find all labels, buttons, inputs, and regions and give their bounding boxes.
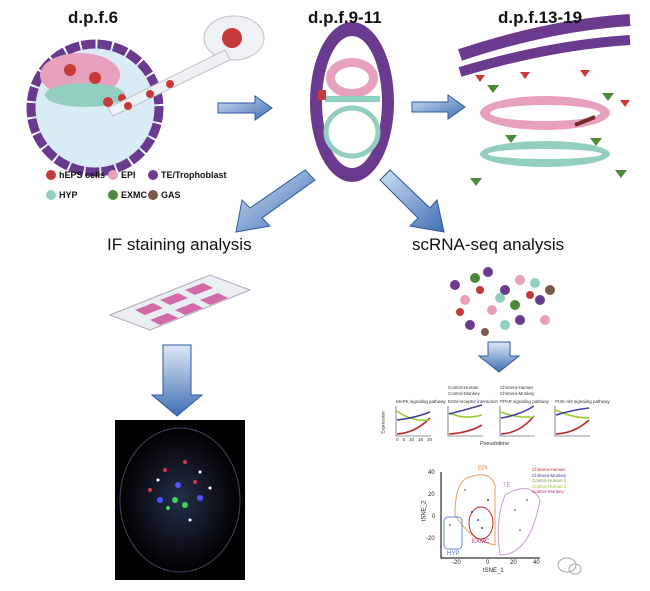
arrow-down-if bbox=[150, 344, 204, 417]
tsne-legend-item: Chimera-Monkey bbox=[532, 472, 567, 478]
watermark-logo bbox=[557, 557, 582, 575]
cluster-label-hyp: HYP bbox=[447, 551, 460, 557]
tsne-xtick: 0 bbox=[486, 560, 490, 566]
plot-ylabel: Expression bbox=[380, 411, 386, 434]
stage-label-dpf6: d.p.f.6 bbox=[68, 8, 119, 27]
tsne-legend-item: Control-Human 2 bbox=[532, 483, 567, 489]
plot-legend: Chimera-Human bbox=[500, 385, 534, 390]
legend-label: HYP bbox=[59, 190, 78, 200]
hyp-dot-icon bbox=[46, 190, 56, 200]
microscopy-image bbox=[115, 420, 245, 580]
arrow-right-2 bbox=[411, 94, 466, 120]
arrow-right-1 bbox=[217, 95, 273, 121]
plot-legend: Chimera-Monkey bbox=[500, 391, 535, 396]
cluster-label-epi: EPI bbox=[478, 466, 488, 472]
arrow-down-scrna bbox=[477, 341, 521, 373]
plot-title: PPAR signaling pathway bbox=[500, 399, 549, 404]
plot-xlabel: Pseudotime bbox=[480, 441, 510, 447]
stage-label-dpf13-19: d.p.f.13-19 bbox=[498, 8, 583, 27]
well-plate bbox=[108, 274, 252, 331]
tsne-ytick: 40 bbox=[428, 470, 435, 476]
tsne-ytick: 20 bbox=[428, 492, 435, 498]
petri-dish-and-pipette bbox=[107, 15, 265, 117]
single-cells bbox=[450, 267, 555, 336]
legend-item: HYP bbox=[46, 190, 78, 200]
legend-label: TE/Trophoblast bbox=[161, 170, 227, 180]
cluster-label-exmc: EXMC bbox=[472, 539, 490, 545]
legend-item: TE/Trophoblast bbox=[148, 170, 227, 180]
stage-label-dpf9-11: d.p.f.9-11 bbox=[308, 8, 382, 27]
hEPS-dot-icon bbox=[46, 170, 56, 180]
tick: 10 bbox=[408, 437, 414, 442]
legend-label: hEPS cells bbox=[59, 170, 106, 180]
tsne-xtick: 40 bbox=[533, 560, 540, 566]
pathway-plots bbox=[395, 404, 590, 437]
blastocyst-embryo bbox=[26, 39, 164, 177]
tsne-legend-item: Control-Human 1 bbox=[532, 478, 567, 483]
tsne-xlabel: tSNE_1 bbox=[483, 568, 504, 574]
plot-legend: Control-Monkey bbox=[448, 391, 480, 396]
legend-item: hEPS cells bbox=[46, 170, 105, 180]
tsne-ylabel: tSNE_2 bbox=[421, 500, 428, 522]
implanted-embryo bbox=[310, 22, 394, 182]
legend-label: GAS bbox=[161, 190, 181, 200]
tsne-ytick: -20 bbox=[426, 536, 435, 542]
legend-item: EXMC bbox=[108, 190, 147, 200]
cluster-label-te: TE bbox=[503, 483, 511, 489]
tick: 15 bbox=[417, 437, 423, 442]
plot-title: ECM-receptor interaction bbox=[448, 399, 499, 404]
plot-legend: Control-Human bbox=[448, 385, 479, 390]
scrna-heading: scRNA-seq analysis bbox=[412, 235, 565, 254]
gastrulating-embryo bbox=[458, 14, 631, 186]
legend-item: GAS bbox=[148, 190, 181, 200]
tsne-legend-item: Control-Monkey bbox=[532, 489, 564, 494]
tick: 20 bbox=[426, 437, 432, 442]
plot-title: MAPK signaling pathway bbox=[396, 399, 446, 404]
legend-item: EPI bbox=[108, 170, 136, 180]
legend-label: EXMC bbox=[121, 190, 148, 200]
arrow-down-right bbox=[379, 169, 445, 233]
tsne-legend-item: Chimera-Human bbox=[532, 467, 566, 472]
tsne-xtick: 20 bbox=[510, 560, 517, 566]
tsne-legend: Chimera-Human Chimera-Monkey Control-Hum… bbox=[532, 467, 566, 495]
if-staining-heading: IF staining analysis bbox=[107, 235, 252, 254]
te-dot-icon bbox=[148, 170, 158, 180]
plot-title: PI3K-Akt signaling pathway bbox=[555, 399, 610, 404]
arrow-down-left bbox=[235, 169, 316, 233]
tick: 5 bbox=[402, 437, 405, 442]
tsne-xtick: -20 bbox=[452, 560, 461, 566]
tsne-plot bbox=[440, 472, 541, 559]
tick: 0 bbox=[396, 437, 399, 442]
legend-label: EPI bbox=[121, 170, 136, 180]
gas-dot-icon bbox=[148, 190, 158, 200]
exmc-dot-icon bbox=[108, 190, 118, 200]
epi-dot-icon bbox=[108, 170, 118, 180]
tsne-ytick: 0 bbox=[432, 514, 436, 520]
